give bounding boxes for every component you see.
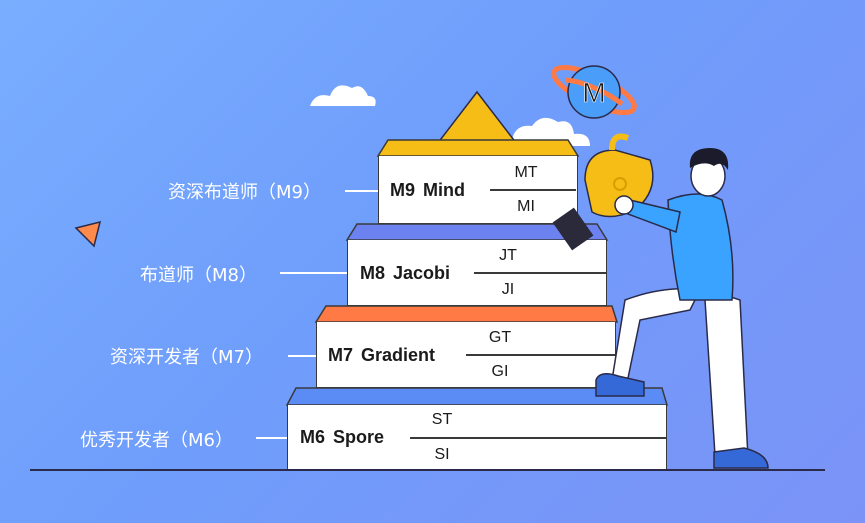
connector-line	[256, 437, 287, 439]
divider-line	[466, 354, 616, 356]
cloud-icon	[512, 117, 590, 146]
step-title-m7: M7 Gradient	[328, 345, 435, 366]
level-name: Mind	[423, 180, 466, 200]
triangle-icon	[74, 220, 102, 248]
step-top-m9	[376, 139, 580, 157]
level-name: Spore	[333, 427, 385, 447]
step-title-m6: M6 Spore	[300, 427, 384, 448]
divider-line	[490, 189, 576, 191]
track-top-m7: GT	[488, 329, 512, 346]
level-name: Jacobi	[393, 263, 451, 283]
level-code: M7	[328, 345, 354, 365]
step-top-m7	[314, 305, 619, 323]
planet-icon: M	[551, 64, 637, 119]
level-code: M9	[390, 180, 416, 200]
level-name: Gradient	[361, 345, 436, 365]
step-top-m8	[345, 223, 609, 241]
track-top-m9: MT	[514, 164, 538, 181]
level-label-m9: 资深布道师（M9）	[168, 182, 321, 203]
track-top-m6: ST	[431, 411, 453, 428]
track-top-m8: JT	[499, 247, 517, 264]
track-bottom-m8: JI	[501, 281, 515, 298]
level-label-m8: 布道师（M8）	[140, 265, 257, 286]
ground-line	[30, 469, 825, 471]
track-bottom-m6: SI	[434, 446, 450, 463]
step-title-m9: M9 Mind	[390, 180, 465, 201]
planet-letter: M	[582, 77, 605, 108]
connector-line	[280, 272, 347, 274]
level-label-m7: 资深开发者（M7）	[110, 347, 263, 368]
trophy-icon	[552, 133, 654, 251]
track-bottom-m7: GI	[491, 363, 509, 380]
track-bottom-m9: MI	[517, 198, 535, 215]
step-title-m8: M8 Jacobi	[360, 263, 450, 284]
divider-line	[474, 272, 606, 274]
connector-line	[288, 355, 316, 357]
level-label-m6: 优秀开发者（M6）	[80, 430, 233, 451]
level-code: M6	[300, 427, 326, 447]
step-top-m6	[285, 387, 669, 406]
level-code: M8	[360, 263, 386, 283]
divider-line	[410, 437, 666, 439]
cloud-icon	[310, 85, 376, 106]
connector-line	[345, 190, 378, 192]
